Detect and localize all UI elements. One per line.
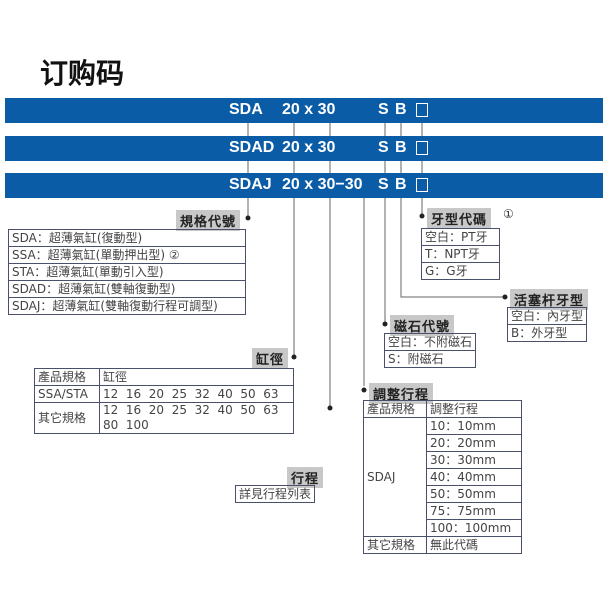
- thread-box: [416, 141, 428, 155]
- thread-box: [416, 103, 428, 117]
- header-cell: 產品規格: [363, 400, 427, 418]
- thread-row: 空白：PT牙: [421, 228, 500, 246]
- spec-row: SSA：超薄氣缸(單動押出型) ②: [8, 246, 246, 264]
- spec-table: SDA：超薄氣缸(復動型) SSA：超薄氣缸(單動押出型) ② STA：超薄氣缸…: [8, 229, 246, 315]
- rod-label: 活塞杆牙型: [510, 289, 589, 310]
- adjust-value: 10：10mm: [426, 417, 522, 435]
- spec-row: SDAJ：超薄氣缸(雙軸復動行程可調型): [8, 297, 246, 315]
- product-cell: SDAJ: [363, 417, 427, 537]
- stroke-table: 詳見行程列表: [234, 485, 316, 503]
- code-bar-sdaj: SDAJ 20 x 30−30 S B: [5, 173, 603, 198]
- product-cell: SSA/STA: [34, 385, 100, 403]
- thread-box: [416, 178, 428, 192]
- magnet-code: S: [378, 139, 389, 156]
- spec-row: STA：超薄氣缸(單動引入型): [8, 263, 246, 281]
- magnet-code: S: [378, 101, 389, 118]
- stroke-label: 行程: [287, 467, 324, 488]
- size: 20 x 30: [282, 101, 336, 118]
- code-bar-sdad: SDAD 20 x 30 S B: [5, 136, 603, 161]
- thread-row: G：G牙: [421, 262, 500, 280]
- rod-row: 空白：內牙型: [506, 307, 588, 325]
- series: SDA: [229, 101, 263, 118]
- adjust-value: 30：30mm: [426, 451, 522, 469]
- adjust-value: 40：40mm: [426, 468, 522, 486]
- page-title: 订购码: [40, 57, 125, 90]
- adjust-value: 無此代碼: [426, 536, 522, 554]
- thread-row: T：NPT牙: [421, 245, 500, 263]
- series: SDAJ: [229, 176, 272, 193]
- magnet-row: 空白：不附磁石: [383, 333, 477, 351]
- bore-values: 12 16 20 25 32 40 50 63 80 100: [99, 402, 294, 434]
- header-cell: 產品規格: [34, 368, 100, 386]
- spec-row: SDAD：超薄氣缸(雙軸復動型): [8, 280, 246, 298]
- thread-note: ①: [503, 207, 514, 221]
- magnet-label: 磁石代號: [390, 315, 455, 336]
- magnet-code: S: [378, 176, 389, 193]
- size: 20 x 30−30: [282, 176, 363, 193]
- header-cell: 調整行程: [426, 400, 522, 418]
- product-cell: 其它規格: [363, 536, 427, 554]
- adjust-value: 75：75mm: [426, 502, 522, 520]
- magnet-table: 空白：不附磁石 S：附磁石: [383, 333, 477, 368]
- magnet-row: S：附磁石: [383, 350, 477, 368]
- rod-table: 空白：內牙型 B：外牙型: [506, 307, 588, 342]
- rod-code: B: [395, 101, 407, 118]
- code-bar-sda: SDA 20 x 30 S B: [5, 98, 603, 123]
- adjust-value: 20：20mm: [426, 434, 522, 452]
- adjust-label: 調整行程: [369, 383, 434, 404]
- spec-label: 規格代號: [176, 210, 241, 231]
- adjust-value: 50：50mm: [426, 485, 522, 503]
- thread-label: 牙型代碼: [427, 208, 492, 229]
- spec-row: SDA：超薄氣缸(復動型): [8, 229, 246, 247]
- thread-table: 空白：PT牙 T：NPT牙 G：G牙: [421, 228, 500, 280]
- bore-values: 12 16 20 25 32 40 50 63: [99, 385, 294, 403]
- product-cell: 其它規格: [34, 402, 100, 434]
- header-cell: 缸徑: [99, 368, 294, 386]
- bore-label: 缸徑: [252, 348, 289, 369]
- adjust-value: 100：100mm: [426, 519, 522, 537]
- size: 20 x 30: [282, 139, 336, 156]
- stroke-value: 詳見行程列表: [234, 485, 316, 503]
- rod-code: B: [395, 176, 407, 193]
- rod-code: B: [395, 139, 407, 156]
- rod-row: B：外牙型: [506, 324, 588, 342]
- series: SDAD: [229, 139, 275, 156]
